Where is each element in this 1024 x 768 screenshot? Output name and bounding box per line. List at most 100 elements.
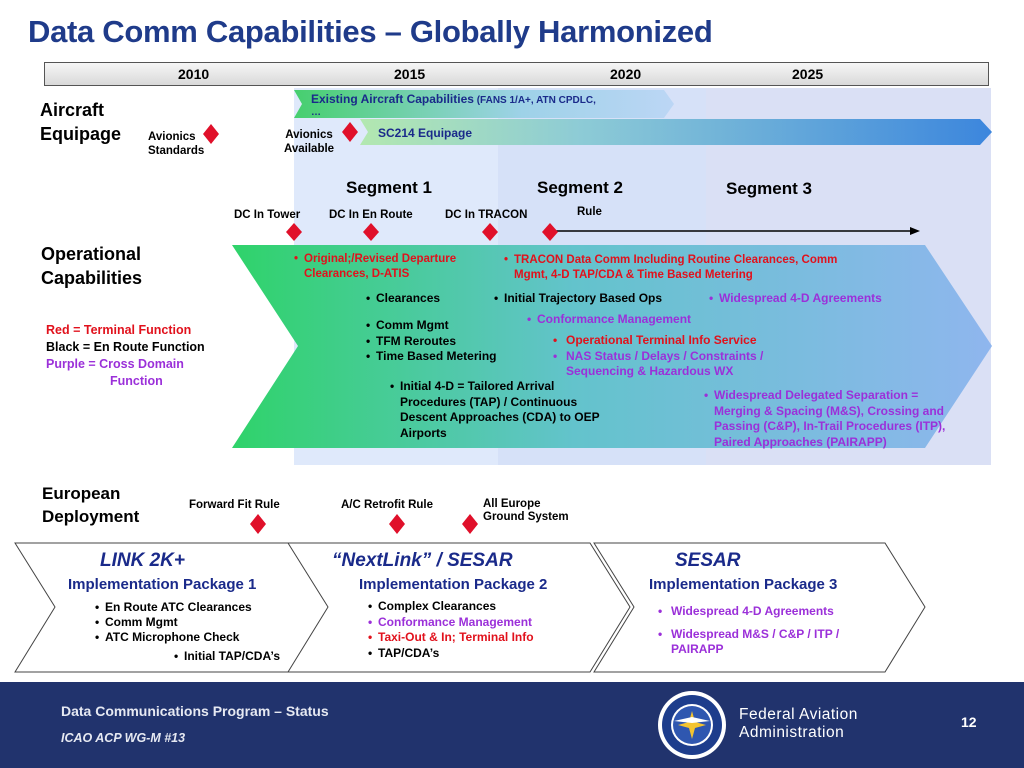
footer-bar bbox=[0, 682, 1024, 768]
package-1-item: ATC Microphone Check bbox=[95, 630, 252, 645]
widespread-4d-item: Widespread 4-D Agreements bbox=[709, 291, 882, 307]
legend-enroute: Black = En Route Function bbox=[46, 340, 205, 354]
package-3-name: SESAR bbox=[675, 550, 741, 571]
package-1-subtitle: Implementation Package 1 bbox=[68, 576, 257, 593]
package-3-item: Widespread M&S / C&P / ITP / PAIRAPP bbox=[658, 627, 878, 658]
ito-list: Initial Trajectory Based Ops bbox=[494, 291, 662, 307]
all-europe-line2: Ground System bbox=[483, 511, 569, 523]
initial-4d-list: Initial 4-D = Tailored Arrival Procedure… bbox=[390, 379, 622, 441]
existing-capabilities-arrow bbox=[294, 90, 674, 118]
dc-tracon-label: DC In TRACON bbox=[445, 209, 528, 221]
package-1-item: En Route ATC Clearances bbox=[95, 600, 252, 615]
footer-program-title: Data Communications Program – Status bbox=[61, 703, 329, 719]
departure-clearances-list: Original;/Revised Departure Clearances, … bbox=[294, 252, 479, 281]
departure-clearances-item: Original;/Revised Departure Clearances, … bbox=[294, 252, 479, 281]
agency-name-line2: Administration bbox=[739, 724, 845, 741]
tracon-list: TRACON Data Comm Including Routine Clear… bbox=[504, 253, 839, 282]
package-3-items: Widespread 4-D Agreements Widespread M&S… bbox=[658, 604, 878, 658]
avionics-available-label: Avionics Available bbox=[284, 128, 334, 156]
avionics-available-line2: Available bbox=[284, 143, 335, 155]
aircraft-label-line2: Equipage bbox=[40, 124, 122, 144]
package-2-item: Taxi-Out & In; Terminal Info bbox=[368, 630, 534, 646]
rule-diamond bbox=[542, 223, 558, 241]
comm-mgmt-item: Comm Mgmt bbox=[366, 318, 496, 334]
nas-status-item: NAS Status / Delays / Constraints / Sequ… bbox=[553, 349, 803, 380]
page-number: 12 bbox=[961, 714, 977, 730]
package-3-subtitle: Implementation Package 3 bbox=[649, 576, 838, 593]
operational-label-line2: Capabilities bbox=[41, 268, 143, 288]
delegated-separation-item: Widespread Delegated Separation = Mergin… bbox=[704, 388, 949, 450]
dc-tracon-diamond bbox=[482, 223, 498, 241]
dc-tower-diamond bbox=[286, 223, 302, 241]
terminal-info-list: Operational Terminal Info Service NAS St… bbox=[553, 333, 803, 380]
package-2-items: Complex Clearances Conformance Managemen… bbox=[368, 599, 534, 661]
existing-capabilities-label: Existing Aircraft Capabilities (FANS 1/A… bbox=[311, 90, 661, 118]
timeline-year-bar bbox=[44, 62, 989, 86]
faa-seal-icon bbox=[658, 691, 726, 759]
package-1-name: LINK 2K+ bbox=[100, 550, 185, 571]
rule-label: Rule bbox=[577, 206, 602, 218]
agency-name: Federal Aviation Administration bbox=[739, 706, 858, 742]
avionics-standards-line2: Standards bbox=[148, 145, 205, 157]
segment-3-label: Segment 3 bbox=[726, 179, 812, 198]
package-1-item: Comm Mgmt bbox=[95, 615, 252, 630]
avionics-standards-diamond bbox=[203, 124, 219, 144]
retrofit-rule-diamond bbox=[389, 514, 405, 534]
year-2020: 2020 bbox=[610, 66, 642, 82]
retrofit-rule-label: A/C Retrofit Rule bbox=[341, 499, 433, 511]
existing-capabilities-sub: (FANS 1/A+, ATN CPDLC, bbox=[473, 95, 596, 106]
operational-capabilities-label: Operational Capabilities bbox=[41, 242, 142, 290]
timeline-arrowhead bbox=[910, 227, 920, 235]
widespread-4d-list: Widespread 4-D Agreements bbox=[709, 291, 882, 307]
footer-meeting: ICAO ACP WG-M #13 bbox=[61, 731, 186, 745]
aircraft-equipage-label: Aircraft Equipage bbox=[40, 98, 121, 146]
package-2-name: “NextLink” / SESAR bbox=[332, 550, 513, 571]
time-based-metering-item: Time Based Metering bbox=[366, 349, 496, 365]
otis-item: Operational Terminal Info Service bbox=[553, 333, 803, 349]
function-legend: Red = Terminal Function Black = En Route… bbox=[46, 322, 205, 390]
all-europe-diamond bbox=[462, 514, 478, 534]
european-label-line2: Deployment bbox=[42, 507, 140, 526]
year-2015: 2015 bbox=[394, 66, 426, 82]
package-1-extra: Initial TAP/CDA’s bbox=[174, 649, 280, 665]
segment-2-label: Segment 2 bbox=[537, 178, 623, 197]
aircraft-label-line1: Aircraft bbox=[40, 100, 105, 120]
page-title: Data Comm Capabilities – Globally Harmon… bbox=[28, 14, 713, 49]
forward-fit-rule-diamond bbox=[250, 514, 266, 534]
avionics-available-line1: Avionics bbox=[285, 129, 333, 141]
enroute-functions-list: Comm Mgmt TFM Reroutes Time Based Meteri… bbox=[366, 318, 496, 365]
tracon-data-comm-item: TRACON Data Comm Including Routine Clear… bbox=[504, 253, 839, 282]
package-1-extra-item: Initial TAP/CDA’s bbox=[174, 649, 280, 665]
dc-tower-label: DC In Tower bbox=[234, 209, 301, 221]
delegated-separation-list: Widespread Delegated Separation = Mergin… bbox=[704, 388, 949, 450]
sc214-equipage-arrow bbox=[360, 119, 992, 145]
package-2-item: TAP/CDA’s bbox=[368, 646, 534, 662]
package-2-item: Complex Clearances bbox=[368, 599, 534, 615]
european-deployment-label: European Deployment bbox=[42, 482, 139, 528]
package-2-subtitle: Implementation Package 2 bbox=[359, 576, 548, 593]
package-3-item: Widespread 4-D Agreements bbox=[658, 604, 878, 620]
year-2010: 2010 bbox=[178, 66, 210, 82]
tfm-reroutes-item: TFM Reroutes bbox=[366, 334, 496, 350]
sc214-label: SC214 Equipage bbox=[378, 126, 473, 140]
existing-capabilities-title: Existing Aircraft Capabilities bbox=[311, 92, 474, 106]
avionics-available-diamond bbox=[342, 122, 358, 142]
initial-trajectory-ops-item: Initial Trajectory Based Ops bbox=[494, 291, 662, 307]
year-2025: 2025 bbox=[792, 66, 824, 82]
all-europe-line1: All Europe bbox=[483, 498, 541, 510]
legend-cross-domain-cont: Function bbox=[110, 374, 163, 388]
legend-terminal: Red = Terminal Function bbox=[46, 323, 192, 337]
european-label-line1: European bbox=[42, 484, 121, 503]
conformance-management-item: Conformance Management bbox=[527, 312, 691, 328]
dc-enroute-label: DC In En Route bbox=[329, 209, 413, 221]
forward-fit-rule-label: Forward Fit Rule bbox=[189, 499, 280, 511]
dc-enroute-diamond bbox=[363, 223, 379, 241]
package-1-items: En Route ATC Clearances Comm Mgmt ATC Mi… bbox=[95, 600, 252, 645]
operational-label-line1: Operational bbox=[41, 244, 142, 264]
all-europe-label: All Europe Ground System bbox=[483, 498, 569, 524]
existing-capabilities-ellipsis: … bbox=[311, 107, 321, 118]
initial-4d-item: Initial 4-D = Tailored Arrival Procedure… bbox=[390, 379, 622, 441]
segment-1-label: Segment 1 bbox=[346, 178, 432, 197]
package-2-item: Conformance Management bbox=[368, 615, 534, 631]
clearances-item: Clearances bbox=[366, 291, 440, 307]
